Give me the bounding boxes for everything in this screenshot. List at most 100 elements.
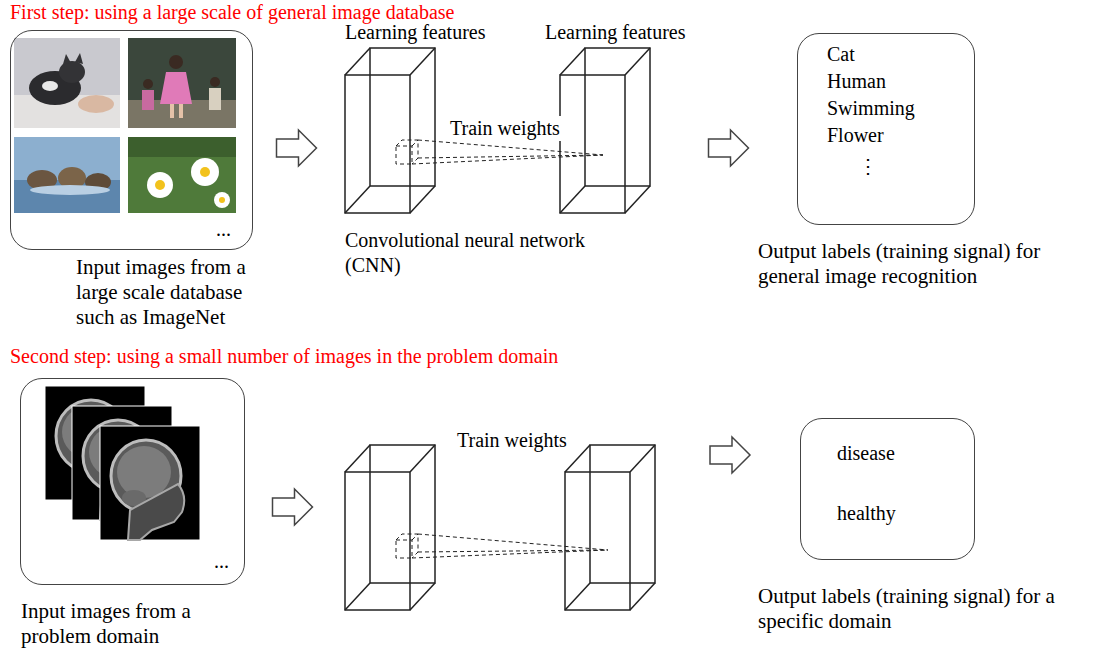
daisies-photo <box>155 167 225 203</box>
daisies-photo <box>155 180 165 190</box>
mri-image-stack <box>100 426 200 540</box>
class-label: Cat <box>827 42 855 67</box>
cnn-layer-cuboid <box>630 445 655 472</box>
receptive-field <box>396 534 418 558</box>
cnn-layer-cuboid <box>345 48 650 213</box>
kitten-photo <box>42 81 58 91</box>
receptive-field <box>396 540 412 558</box>
network-caption: Convolutional neural network (CNN) <box>345 228 610 278</box>
daisies-photo <box>219 197 225 203</box>
children-photo <box>143 79 153 89</box>
otters-photo <box>14 137 120 213</box>
image-set-box: ...Input images from a problem domain <box>20 378 245 585</box>
cnn-layer-cuboid <box>345 472 410 610</box>
training-label: Train weights <box>455 428 569 453</box>
children-photo <box>210 77 220 87</box>
input-caption: Input images from a large scale database… <box>76 255 261 330</box>
training-label: Train weights <box>448 116 562 141</box>
mri-image-stack <box>100 426 200 540</box>
kitten-photo <box>63 54 71 64</box>
cnn-layer-cuboid <box>410 445 435 472</box>
mri-image-stack <box>128 484 184 540</box>
daisies-photo <box>128 137 236 213</box>
ellipsis-mark: ⋮ <box>858 154 878 179</box>
daisies-photo <box>147 158 230 208</box>
block-arrow <box>710 437 750 473</box>
children-photo <box>169 55 183 69</box>
receptive-field <box>396 146 412 164</box>
output-caption: Output labels (training signal) for gene… <box>758 239 1078 289</box>
cnn-layer-cuboid <box>560 48 585 75</box>
cnn-layer-cuboid <box>345 75 410 213</box>
label-set-box: diseasehealthyOutput labels (training si… <box>800 418 975 560</box>
children-photo <box>128 38 236 128</box>
class-label: healthy <box>837 501 896 526</box>
receptive-field <box>412 550 608 558</box>
daisies-photo <box>128 137 236 157</box>
label-set-box: CatHumanSwimmingFlower⋮Output labels (tr… <box>797 33 975 225</box>
cnn-layer-cuboid <box>370 445 435 583</box>
receptive-field <box>412 140 418 146</box>
kitten-photo <box>78 95 114 113</box>
cnn-layer-cuboid <box>345 583 370 610</box>
receptive-field <box>412 534 418 540</box>
cnn-block: Learning featuresLearning featuresTrain … <box>340 18 660 278</box>
kitten-photo <box>14 38 120 128</box>
receptive-field <box>418 140 603 155</box>
cnn-layer-cuboid <box>345 186 370 213</box>
layer-label: Learning features <box>545 20 685 45</box>
mri-image-stack <box>45 386 200 540</box>
daisies-photo <box>200 167 210 177</box>
receptive-field <box>396 534 608 558</box>
block-arrow <box>709 130 749 166</box>
cnn-layer-cuboid <box>630 583 655 610</box>
receptive-field <box>418 534 608 550</box>
otters-photo <box>14 137 120 213</box>
layer-label: Learning features <box>345 20 485 45</box>
class-label: disease <box>837 441 895 466</box>
cnn-layer-cuboid <box>410 583 435 610</box>
class-label: Flower <box>827 123 884 148</box>
output-caption: Output labels (training signal) for a sp… <box>758 584 1078 634</box>
class-label: Swimming <box>827 96 915 121</box>
cnn-layer-cuboid <box>625 48 650 75</box>
cnn-layer-cuboid <box>590 445 655 583</box>
image-set-box: ...Input images from a large scale datab… <box>10 30 253 250</box>
input-caption: Input images from a problem domain <box>21 599 206 649</box>
class-label: Human <box>827 69 886 94</box>
mri-image-stack <box>117 446 171 498</box>
cnn-layer-cuboid <box>370 48 435 186</box>
block-arrow <box>273 489 313 525</box>
cnn-layer-cuboid <box>345 445 655 610</box>
children-photo <box>209 88 221 110</box>
cnn-layer-cuboid <box>565 472 630 610</box>
step-heading: Second step: using a small number of ima… <box>10 344 558 369</box>
daisies-photo <box>147 172 173 198</box>
ellipsis-mark: ... <box>214 549 229 574</box>
daisies-photo <box>128 137 236 213</box>
otters-photo <box>30 185 110 195</box>
children-photo <box>170 104 174 118</box>
receptive-field <box>412 155 603 164</box>
cnn-layer-cuboid <box>410 48 435 75</box>
cnn-layer-cuboid <box>345 48 370 75</box>
receptive-field <box>418 550 608 552</box>
kitten-photo <box>59 61 85 83</box>
children-photo <box>128 38 236 128</box>
cnn-layer-cuboid <box>560 75 625 213</box>
cnn-block: Train weights <box>340 425 660 590</box>
cnn-layer-cuboid <box>585 48 650 186</box>
kitten-photo <box>75 53 83 64</box>
receptive-field <box>396 140 603 164</box>
cnn-layer-cuboid <box>345 445 370 472</box>
children-photo <box>142 90 154 110</box>
cnn-layer-cuboid <box>560 186 585 213</box>
daisies-photo <box>214 192 230 208</box>
daisies-photo <box>191 158 219 186</box>
children-photo <box>160 72 192 104</box>
ellipsis-mark: ... <box>216 217 231 242</box>
cnn-layer-cuboid <box>565 583 590 610</box>
children-photo <box>179 104 183 118</box>
cnn-layer-cuboid <box>625 186 650 213</box>
